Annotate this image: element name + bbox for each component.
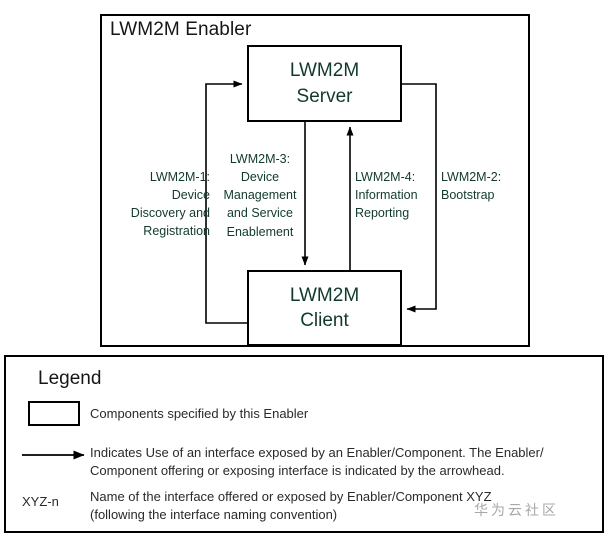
legend-row-arrow-text: Indicates Use of an interface exposed by… [90,445,544,479]
component-lwm2m-client[interactable]: LWM2M Client [247,270,402,346]
legend-component-swatch-icon [28,401,80,426]
interface-label-lwm2m-2: LWM2M-2: Bootstrap [441,170,502,203]
legend-arrow-right-icon [22,444,86,466]
component-client-line2: Client [300,310,349,331]
interface-label-lwm2m-1: LWM2M-1: Device Discovery and Registrati… [130,170,210,239]
interface-label-lwm2m-3: LWM2M-3: Device Management and Service E… [223,152,297,239]
legend-row-component-text: Components specified by this Enabler [90,406,309,421]
legend-box [4,355,604,533]
component-server-line2: Server [296,85,353,107]
enabler-title: LWM2M Enabler [110,19,252,40]
legend-title: Legend [38,368,102,389]
legend-row-interface-name-text: Name of the interface offered or exposed… [90,489,492,523]
component-lwm2m-server[interactable]: LWM2M Server [247,45,402,122]
interface-label-lwm2m-4: LWM2M-4: Information Reporting [355,170,418,221]
watermark-text: 华为云社区 [474,502,559,518]
legend-interface-name-symbol: XYZ-n [22,494,59,509]
component-server-line1: LWM2M [289,60,360,82]
component-client-line1: LWM2M [289,284,360,306]
